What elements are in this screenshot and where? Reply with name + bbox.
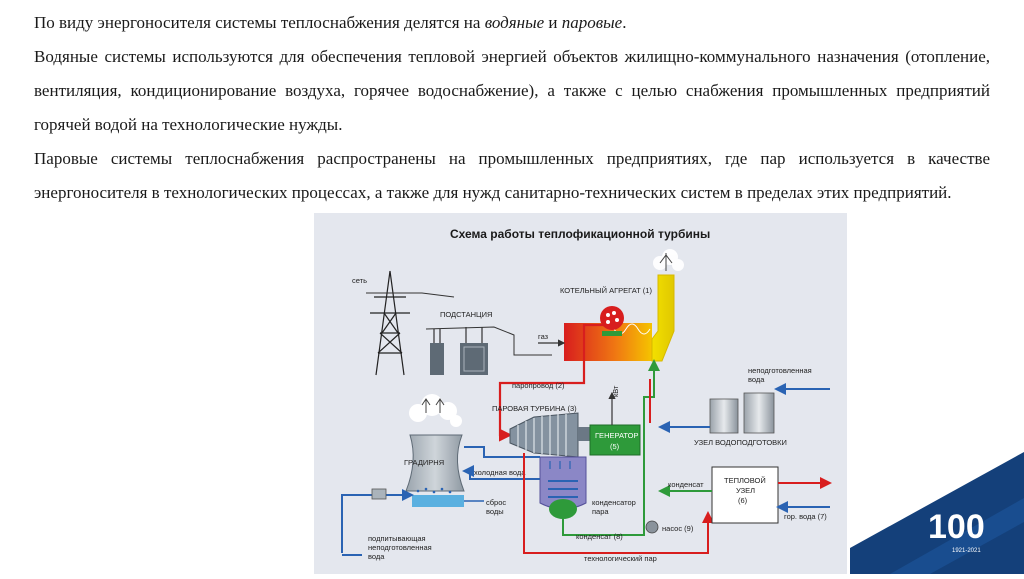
process-steam-label: технологический пар — [584, 554, 657, 563]
pump-icon — [645, 520, 659, 534]
makeup-label-3: вода — [368, 552, 385, 561]
paragraph-1: По виду энергоносителя системы теплоснаб… — [34, 6, 990, 40]
smoke-icon — [653, 249, 684, 271]
logo-years: 1921-2021 — [952, 548, 981, 554]
diagram-title: Схема работы теплофикационной турбины — [450, 227, 710, 241]
makeup-label-1: подпитывающая — [368, 534, 426, 543]
heat-node-label-3: (6) — [738, 496, 748, 505]
steam-pipe — [498, 323, 604, 442]
power-tower-icon — [370, 270, 410, 376]
kw-label: кВт — [611, 385, 620, 397]
pump-label: насос (9) — [662, 524, 694, 533]
turbine-icon — [509, 412, 598, 458]
turbine-label: ПАРОВАЯ ТУРБИНА (3) — [492, 404, 577, 413]
p1-water-term: водяные — [484, 13, 545, 32]
p1-steam-term: паровые — [561, 13, 623, 32]
heat-node-label-1: ТЕПЛОВОЙ — [724, 476, 766, 485]
condenser-icon — [539, 456, 587, 519]
condensate-label: конденсат — [668, 480, 704, 489]
raw-water-label-1: неподготовленная — [748, 366, 812, 375]
generator-number: (5) — [610, 442, 620, 451]
discharge-label-2: воды — [486, 507, 504, 516]
substation-label: ПОДСТАНЦИЯ — [440, 310, 492, 319]
paragraph-3: Паровые системы теплоснабжения распростр… — [34, 149, 990, 202]
condenser-label-1: конденсатор — [592, 498, 636, 507]
condensate-8-label: конденсат (8) — [576, 532, 623, 541]
turbine-diagram: Схема работы теплофикационной турбины се… — [314, 213, 847, 574]
paragraph-2: Водяные системы используются для обеспеч… — [34, 47, 990, 134]
cooling-tower-label: ГРАДИРНЯ — [404, 458, 444, 467]
generator — [589, 424, 641, 456]
text-block: По виду энергоносителя системы теплоснаб… — [34, 6, 990, 210]
transformer-icon — [425, 326, 552, 375]
boiler-label: КОТЕЛЬНЫЙ АГРЕГАТ (1) — [560, 286, 652, 295]
condensate-pipe — [562, 359, 660, 536]
cold-water-label: холодная вода — [474, 468, 526, 477]
gas-label: газ — [538, 332, 549, 341]
power-line — [366, 292, 455, 298]
boiler-drum — [600, 306, 624, 330]
logo-number: 100 — [928, 508, 985, 546]
hot-water-label: гор. вода (7) — [784, 512, 827, 521]
condenser-label-2: пара — [592, 507, 609, 516]
makeup-label-2: неподготовленная — [368, 543, 432, 552]
cooling-tower-icon — [405, 394, 465, 507]
water-tanks-icon — [709, 392, 775, 434]
p1-end: . — [622, 13, 627, 32]
heat-node-label-2: УЗЕЛ — [736, 486, 755, 495]
makeup-pump-icon — [371, 488, 387, 500]
process-steam-pipe — [523, 453, 714, 554]
heat-node — [711, 466, 779, 524]
chimney — [651, 274, 675, 362]
p1-text: По виду энергоносителя системы теплоснаб… — [34, 13, 485, 32]
water-treatment-label: УЗЕЛ ВОДОПОДГОТОВКИ — [694, 438, 787, 447]
discharge-label-1: сброс — [486, 498, 506, 507]
grid-label: сеть — [352, 276, 367, 285]
boiler-unit — [564, 323, 652, 361]
raw-water-label-2: вода — [748, 375, 765, 384]
cold-water-pipe — [462, 465, 540, 480]
p1-and: и — [544, 13, 562, 32]
anniversary-logo: 100 1921-2021 — [850, 452, 1024, 574]
steam-pipe-label: паропровод (2) — [512, 381, 565, 390]
generator-label: ГЕНЕРАТОР — [595, 431, 638, 440]
